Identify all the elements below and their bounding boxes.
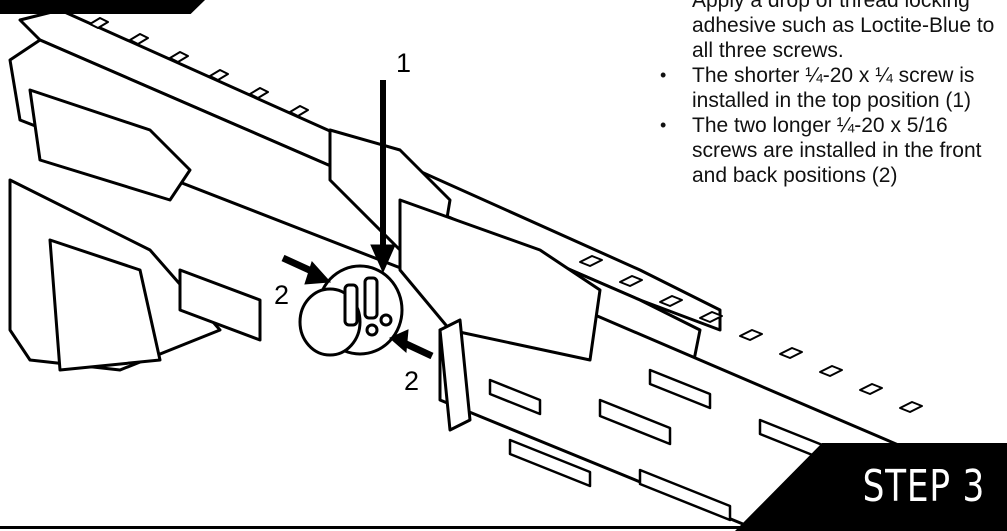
front-bracket xyxy=(398,198,602,362)
mount-plate xyxy=(438,318,472,432)
bullet-item-short-screw: • The shorter ¼-20 x ¼ screw is installe… xyxy=(660,63,1007,113)
instructions-panel: Apply a drop of thread locking adhesive … xyxy=(660,0,1007,188)
callout-label-bottom: 2 xyxy=(404,366,420,396)
stock-arm xyxy=(28,88,192,202)
instruction-intro: Apply a drop of thread locking adhesive … xyxy=(692,0,995,62)
bullet-dot-icon: • xyxy=(660,65,667,85)
barrel-nut xyxy=(298,264,404,357)
callout-arrows xyxy=(281,80,434,360)
bullet-text: The shorter ¼-20 x ¼ screw is installed … xyxy=(692,64,975,112)
lower-box xyxy=(178,268,262,342)
bullet-dot-icon: • xyxy=(660,115,667,135)
step-label: STEP 3 xyxy=(862,461,985,512)
pistol-grip xyxy=(48,238,162,372)
rail-teeth xyxy=(89,17,923,413)
bottom-rule xyxy=(0,526,760,529)
callout-label-left: 2 xyxy=(274,280,290,310)
bullet-text: The two longer ¼-20 x 5/16 screws are in… xyxy=(692,114,982,187)
bullet-item-long-screws: • The two longer ¼-20 x 5/16 screws are … xyxy=(660,113,1007,188)
instruction-bullets: • The shorter ¼-20 x ¼ screw is installe… xyxy=(660,63,1007,188)
header-corner-tab xyxy=(0,0,205,14)
callout-label-top: 1 xyxy=(396,48,412,78)
